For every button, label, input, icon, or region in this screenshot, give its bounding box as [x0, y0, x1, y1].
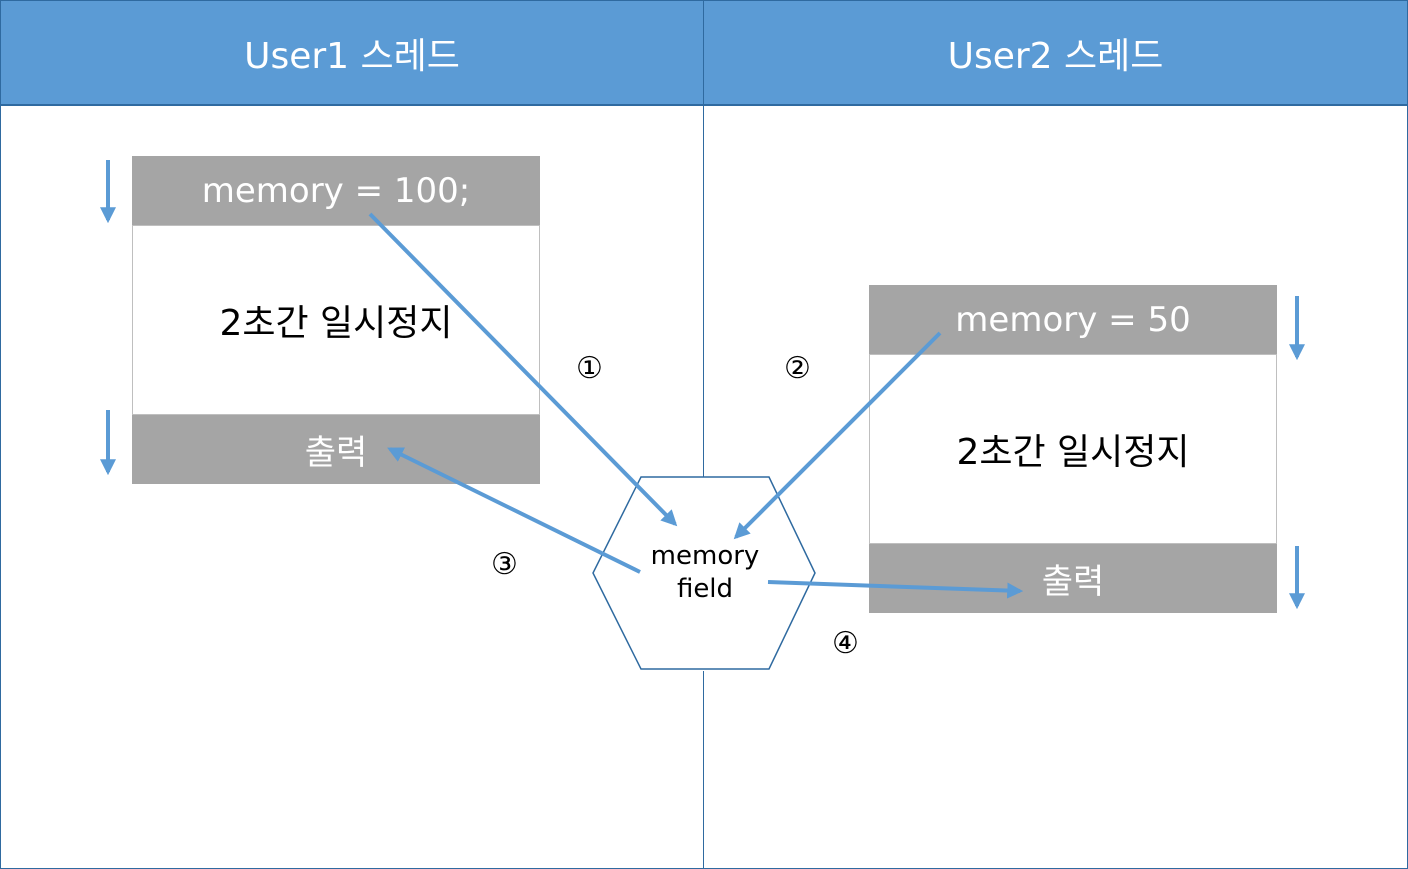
step4-number: ④ — [832, 626, 859, 661]
memory-field-line2: field — [676, 574, 734, 604]
step1-arrow — [368, 212, 678, 527]
memory-field-line1: memory — [650, 541, 760, 571]
step4-arrow — [767, 580, 1024, 599]
step2-arrow — [733, 331, 942, 540]
user2-output-box: 출력 — [869, 544, 1277, 613]
user1-output-box: 출력 — [132, 415, 540, 484]
step3-number: ③ — [491, 547, 518, 582]
user1-assign-box: memory = 100; — [132, 156, 540, 225]
header-rule — [0, 104, 1408, 106]
step2-number: ② — [784, 351, 811, 386]
user2-pause-box: 2초간 일시정지 — [869, 354, 1277, 544]
step1-number: ① — [576, 351, 603, 386]
header-divider — [703, 0, 704, 106]
memory-field-hexagon — [592, 476, 816, 670]
lane-header-user1: User1 스레드 — [1, 1, 703, 105]
lane-divider-top — [703, 106, 704, 477]
memory-field-label: memory field — [615, 540, 795, 606]
step3-arrow — [387, 447, 641, 574]
lane-divider-bottom — [703, 671, 704, 869]
lane-header-user2: User2 스레드 — [704, 1, 1407, 105]
user2-assign-box: memory = 50 — [869, 285, 1277, 354]
